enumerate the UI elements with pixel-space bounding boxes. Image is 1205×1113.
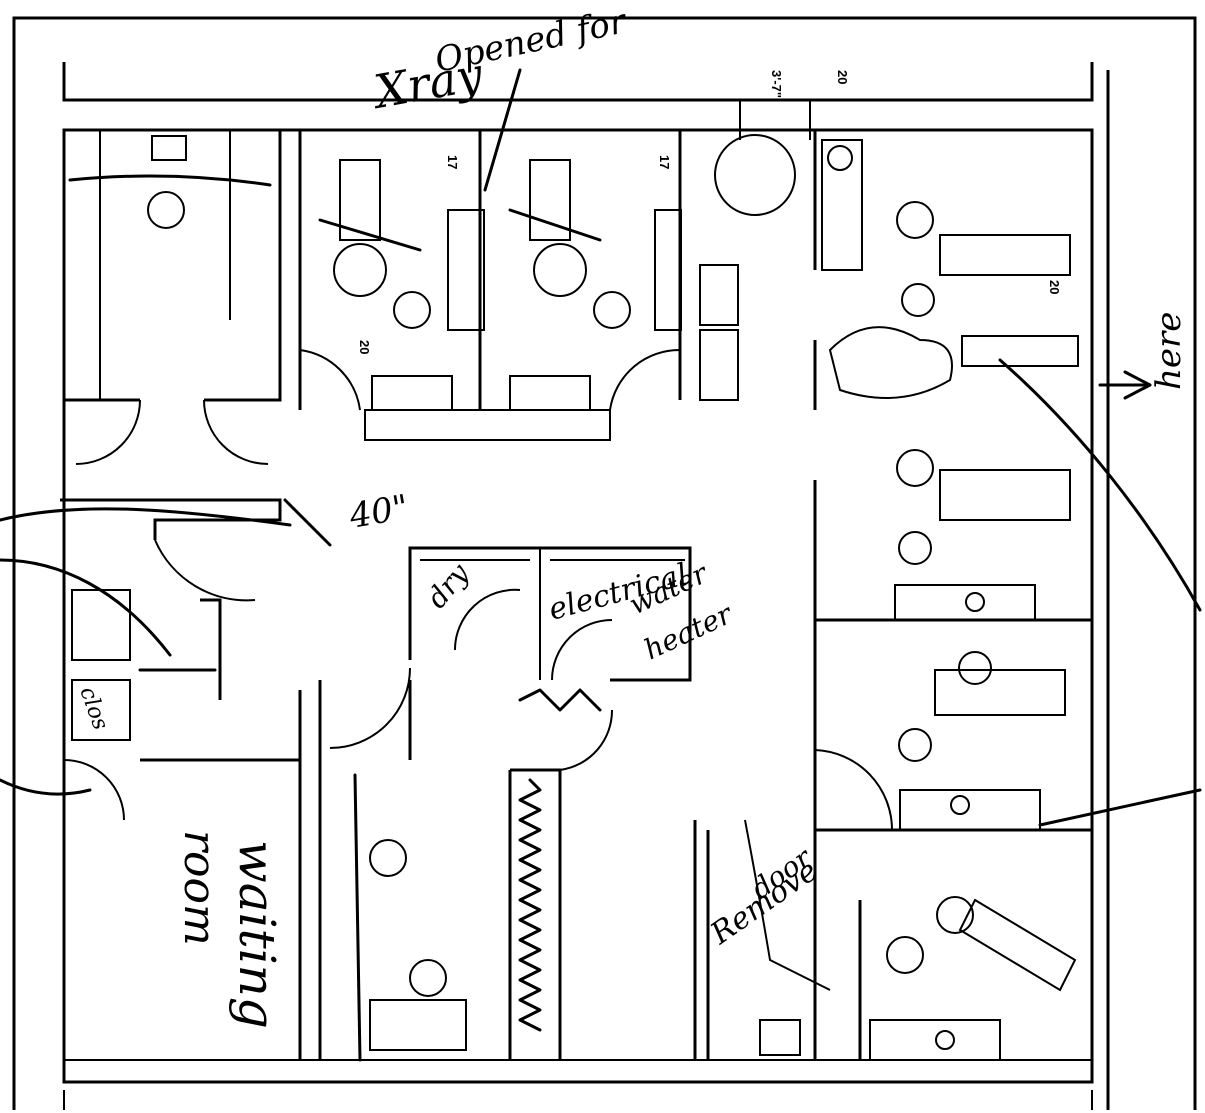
handwritten-annotations: Xray Opened for 40" dry electrical water…	[74, 1, 1189, 1029]
dim-3-7: 3'-7"	[769, 70, 784, 98]
tag-17-right: 17	[657, 155, 672, 169]
note-closet: clos	[74, 684, 113, 734]
note-room: room	[174, 830, 225, 946]
outer-frame	[12, 16, 1197, 1110]
tag-17-left: 17	[445, 155, 460, 169]
note-waiting: waiting	[228, 840, 286, 1029]
core-area: 3'-7" 20	[699, 70, 850, 401]
middle-rooms	[60, 498, 692, 1062]
room-top-left	[64, 130, 282, 465]
operatories-top: 20 17 17	[298, 130, 682, 441]
note-here: here	[1149, 312, 1189, 390]
note-dry: dry	[420, 556, 476, 614]
note-40-inch: 40"	[346, 487, 412, 537]
note-opened-for: Opened for	[432, 1, 631, 81]
tag-20-right: 20	[1047, 280, 1062, 294]
tag-20-left: 20	[357, 340, 372, 354]
tag-20-top: 20	[835, 70, 850, 84]
remove-door-area	[693, 819, 862, 1060]
operatories-right: 20	[813, 130, 1202, 1061]
left-lower-rooms	[0, 507, 302, 1060]
